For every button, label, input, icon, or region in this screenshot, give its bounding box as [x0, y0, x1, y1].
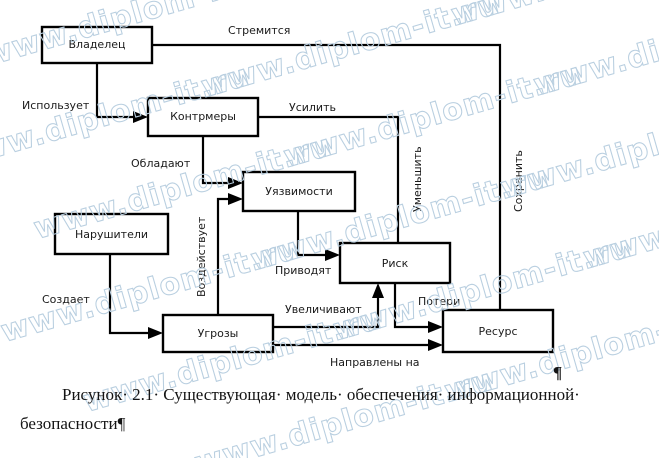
- stray-paragraph-mark: ¶: [553, 363, 563, 382]
- edge-label-poteri: Потери: [418, 295, 461, 308]
- node-label-resurs: Ресурс: [478, 325, 518, 338]
- edge-label-uvelichivayut: Увеличивают: [285, 303, 362, 316]
- node-label-uyazvimosti: Уязвимости: [265, 185, 333, 198]
- caption-line-1: Рисунок· 2.1· Существующая· модель· обес…: [62, 385, 580, 404]
- node-label-narushiteli: Нарушители: [74, 228, 149, 241]
- node-label-risk: Риск: [381, 257, 409, 270]
- edge-label-obladayut: Обладают: [131, 157, 191, 170]
- diagram-canvas: [40, 25, 555, 354]
- edge-label-stremitsya: Стремится: [228, 24, 291, 37]
- edge-uyazvimosti-risk-privodyat: [296, 211, 332, 257]
- node-box-risk: [338, 241, 452, 285]
- edge-kontrmery-uyazvimosti-obladayut: [201, 136, 235, 185]
- edge-label-vozdeystvuet: Воздействует: [195, 216, 208, 297]
- node-label-ugrozy: Угрозы: [197, 327, 239, 340]
- arrowhead-into-uyazvimosti-upper: [228, 177, 243, 189]
- edge-vladelec-resurs-stremitsya-sohranit: [152, 43, 502, 310]
- edge-label-sozdaet: Создает: [42, 293, 90, 306]
- edge-label-sohranit: Сохранить: [512, 150, 525, 212]
- edge-narushiteli-ugrozy-sozdaet: [108, 254, 155, 335]
- node-label-kontrmery: Контрмеры: [170, 110, 236, 123]
- arrowhead-into-resurs-upper: [428, 321, 443, 333]
- arrowhead-into-uyazvimosti-lower: [228, 193, 243, 205]
- arrowhead-into-ugrozy: [148, 327, 163, 339]
- arrowhead-into-resurs-lower: [428, 339, 443, 351]
- edge-risk-resurs-poteri: [393, 283, 435, 329]
- caption-line-2: безопасности: [20, 414, 118, 434]
- caption-line-2-wrap: безопасности¶: [0, 409, 659, 438]
- arrowhead-into-risk-bottom: [372, 283, 384, 298]
- edge-label-ispolzuet: Использует: [22, 99, 90, 112]
- node-box-narushiteli: [53, 212, 170, 256]
- paragraph-mark: ¶: [117, 414, 126, 434]
- arrowhead-into-kontrmery: [133, 111, 148, 123]
- edge-label-umenshit: Уменьшить: [411, 146, 424, 212]
- edge-label-usilit: Усилить: [289, 101, 336, 114]
- edge-vladelec-kontrmery-ispolzuet: [95, 63, 140, 119]
- edge-ugrozy-risk-uvelichivayut: [273, 291, 380, 329]
- figure-caption: Рисунок· 2.1· Существующая· модель· обес…: [0, 380, 659, 438]
- arrowhead-into-risk-left: [325, 249, 340, 261]
- edge-kontrmery-risk-usilit-umenshit: [258, 115, 400, 243]
- edge-ugrozy-uyazvimosti-vozdeystvuet: [216, 197, 235, 315]
- node-box-resurs: [441, 308, 555, 354]
- edge-label-privodyat: Приводят: [275, 264, 332, 277]
- edge-label-napravleny-na: Направлены на: [330, 356, 420, 369]
- node-label-vladelec: Владелец: [68, 38, 126, 51]
